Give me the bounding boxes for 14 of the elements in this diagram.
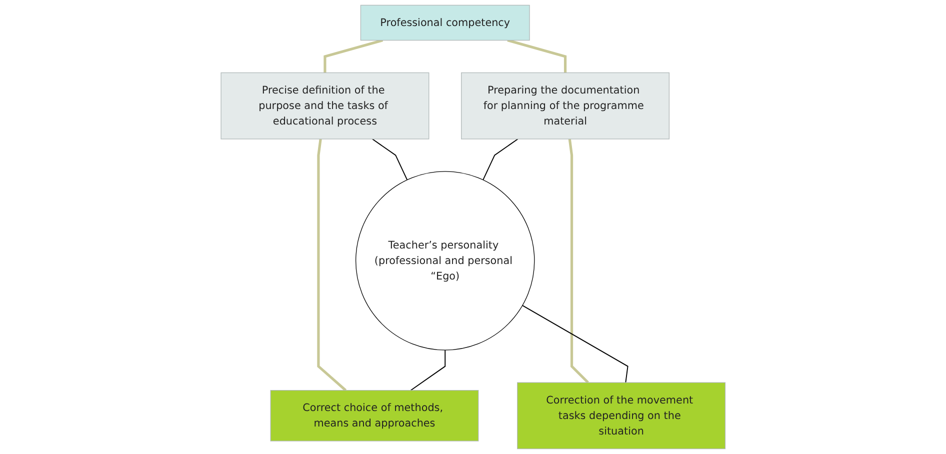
connector — [568, 138, 589, 384]
node-box: Professional competency — [360, 4, 530, 41]
connector — [522, 304, 628, 384]
connector — [410, 350, 446, 391]
node-box: Correct choice of methods, means and approaches — [270, 390, 479, 442]
node-box: Precise definition of the purpose and the tasks of educational process — [220, 72, 430, 140]
node-box: Preparing the documentation for planning of the programme material — [460, 72, 670, 140]
connector — [317, 138, 346, 392]
connector — [507, 39, 566, 73]
connector — [372, 138, 408, 180]
connector — [324, 39, 383, 73]
node-circle: Teacher’s personality (professional and personal “Ego) — [355, 171, 535, 350]
connector — [482, 138, 518, 180]
node-box: Correction of the movement tasks depending on the situation — [516, 382, 726, 450]
